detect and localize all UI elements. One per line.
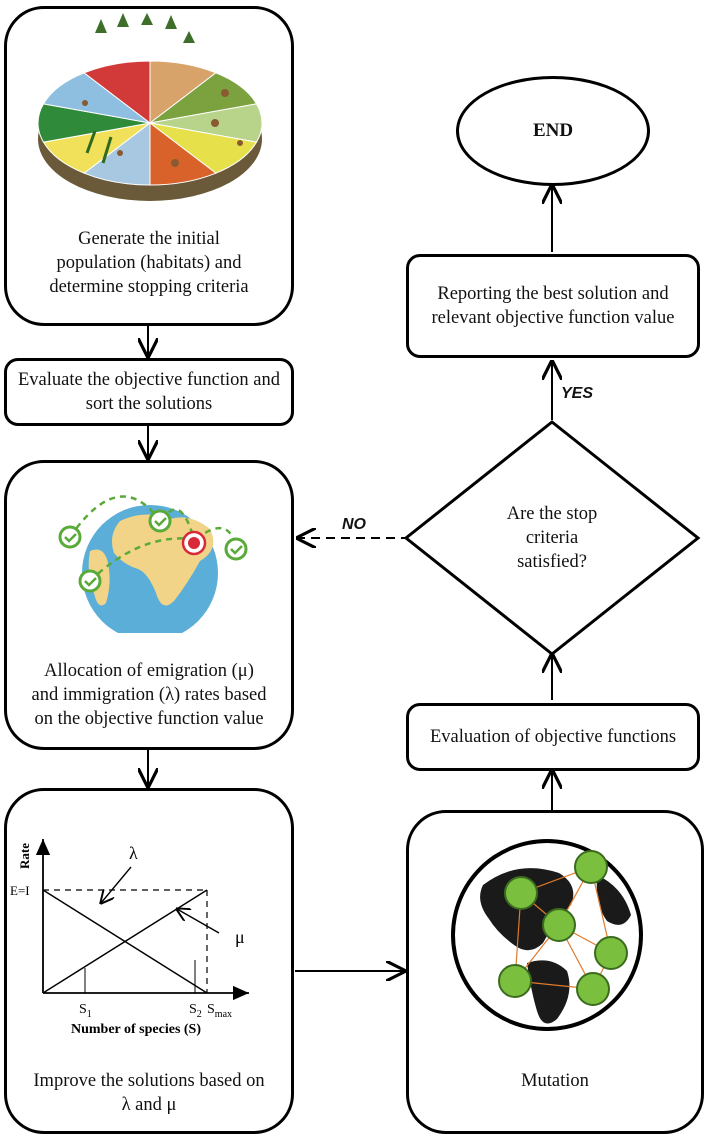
- network-node: [594, 936, 628, 970]
- improve-box: Rate E=I λ μ S1 S2 Smax Number of specie…: [4, 788, 294, 1134]
- network-node: [498, 964, 532, 998]
- edge-label-no: NO: [342, 516, 366, 533]
- network-node: [542, 908, 576, 942]
- tick-s2: S: [189, 1002, 197, 1017]
- chart-mu-label: μ: [235, 927, 245, 947]
- migration-rate-chart: Rate E=I λ μ S1 S2 Smax Number of specie…: [10, 839, 249, 1037]
- end-label: END: [532, 120, 574, 141]
- network-node: [504, 876, 538, 910]
- svg-text:S1: S1: [79, 1002, 92, 1020]
- world-network-illustration: [451, 839, 643, 1031]
- svg-text:Smax: Smax: [207, 1002, 232, 1020]
- chart-xlabel: Number of species (S): [71, 1022, 201, 1037]
- mutation-label: Mutation: [521, 1071, 589, 1091]
- check-marker-icons: [58, 509, 248, 593]
- allocation-label: Allocation of emigration (μ) and immigra…: [31, 661, 267, 729]
- edge-label-yes: YES: [561, 385, 594, 402]
- report-label: Reporting the best solution and relevant…: [431, 284, 675, 328]
- target-icon: [181, 530, 207, 556]
- evaluation-label: Evaluation of objective functions: [429, 727, 677, 747]
- habitat-slice: [83, 60, 151, 125]
- allocation-box: Allocation of emigration (μ) and immigra…: [4, 460, 294, 750]
- network-node: [574, 850, 608, 884]
- init-population-label: Generate the initial population (habitat…: [49, 229, 249, 297]
- chart-lambda-label: λ: [129, 843, 138, 863]
- globe-migration-illustration: [58, 495, 248, 633]
- decision-label: Are the stop criteria satisfied?: [506, 504, 598, 572]
- mu-line: [42, 889, 208, 994]
- tick-smax-sub: max: [215, 1009, 232, 1020]
- chart-ytick: E=I: [10, 883, 30, 898]
- decision-label-wrap: Are the stop criteria satisfied?: [490, 490, 614, 586]
- improve-label: Improve the solutions based on λ and μ: [33, 1071, 265, 1115]
- tick-s1-sub: 1: [87, 1009, 92, 1020]
- network-node: [576, 972, 610, 1006]
- report-box: Reporting the best solution and relevant…: [406, 254, 700, 358]
- svg-text:S2: S2: [189, 1002, 202, 1020]
- evaluate-sort-label: Evaluate the objective function and sort…: [18, 370, 280, 414]
- evaluation-box: Evaluation of objective functions: [406, 703, 700, 771]
- tick-s1: S: [79, 1002, 87, 1017]
- habitat-pie-illustration: [37, 13, 263, 201]
- decision-diamond: [403, 420, 701, 656]
- tick-smax: S: [207, 1002, 215, 1017]
- tick-s2-sub: 2: [197, 1009, 202, 1020]
- init-population-box: Generate the initial population (habitat…: [4, 6, 294, 326]
- chart-ylabel: Rate: [17, 843, 32, 869]
- mutation-box: Mutation: [406, 810, 704, 1134]
- end-node: END: [456, 76, 650, 186]
- evaluate-sort-box: Evaluate the objective function and sort…: [4, 358, 294, 426]
